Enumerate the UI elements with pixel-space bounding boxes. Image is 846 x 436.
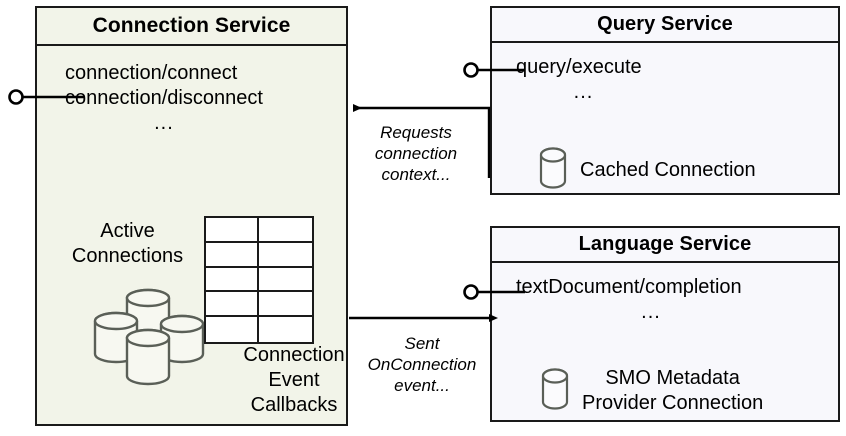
edge-label-sent-onconnection-event: Sent OnConnection event... bbox=[367, 334, 477, 395]
active-connections-label: Active Connections bbox=[71, 220, 184, 267]
database-icon bbox=[540, 367, 570, 416]
table-cell bbox=[206, 218, 259, 243]
database-icon-svg bbox=[541, 367, 569, 410]
operation-query-execute: query/execute bbox=[516, 56, 642, 78]
component-title-connection-service: Connection Service bbox=[37, 8, 346, 46]
operation-textdocument-completion: textDocument/completion bbox=[516, 276, 742, 298]
smo-metadata-provider-connection-row: SMO Metadata Provider Connection bbox=[540, 366, 763, 416]
component-body-language-service: textDocument/completion ... SMO Metadata… bbox=[492, 263, 838, 420]
component-body-connection-service: connection/connect connection/disconnect… bbox=[37, 46, 346, 424]
operation-connection-disconnect: connection/disconnect bbox=[65, 87, 263, 109]
operation-ellipsis-query-service: ... bbox=[573, 81, 594, 103]
operation-list-connection-service: connection/connect connection/disconnect… bbox=[65, 61, 263, 136]
table-cell bbox=[259, 317, 312, 342]
cylinder-left bbox=[93, 311, 139, 364]
operation-ellipsis-language-service: ... bbox=[641, 301, 661, 323]
connection-event-callbacks-label: Connection Event Callbacks bbox=[243, 344, 345, 416]
database-cluster-svg bbox=[93, 288, 205, 386]
table-cell bbox=[206, 292, 259, 318]
connection-event-callbacks-table bbox=[204, 216, 314, 344]
component-query-service[interactable]: Query Service query/execute ... Cached C… bbox=[490, 6, 840, 195]
lollipop-circle-icon[interactable] bbox=[463, 62, 479, 78]
table-cell bbox=[259, 292, 312, 318]
operation-list-query-service: query/execute ... bbox=[516, 55, 651, 105]
edge-label-requests-connection-context: Requests connection context... bbox=[374, 123, 458, 184]
cached-connection-row: Cached Connection bbox=[538, 146, 756, 195]
database-icon bbox=[538, 146, 568, 195]
operation-connection-connect: connection/connect bbox=[65, 62, 238, 84]
smo-metadata-provider-connection-label: SMO Metadata Provider Connection bbox=[582, 367, 764, 414]
table-cell bbox=[259, 267, 312, 293]
operation-list-language-service: textDocument/completion ... bbox=[516, 275, 786, 325]
component-title-language-service: Language Service bbox=[492, 228, 838, 263]
table-cell bbox=[206, 317, 259, 342]
database-icon-svg bbox=[539, 147, 567, 189]
table-cell bbox=[259, 242, 312, 268]
cylinder-front-center bbox=[125, 328, 171, 386]
database-cluster-icon bbox=[87, 286, 211, 391]
table-cell bbox=[259, 218, 312, 243]
component-connection-service[interactable]: Connection Service connection/connect co… bbox=[35, 6, 348, 426]
table-cell bbox=[206, 267, 259, 293]
lollipop-circle-icon[interactable] bbox=[8, 89, 24, 105]
component-language-service[interactable]: Language Service textDocument/completion… bbox=[490, 226, 840, 422]
component-body-query-service: query/execute ... Cached Connection bbox=[492, 43, 838, 193]
table-cell bbox=[206, 242, 259, 268]
operation-ellipsis-connection-service: ... bbox=[154, 112, 174, 134]
cached-connection-label: Cached Connection bbox=[580, 159, 756, 181]
lollipop-circle-icon[interactable] bbox=[463, 284, 479, 300]
component-title-query-service: Query Service bbox=[492, 8, 838, 43]
